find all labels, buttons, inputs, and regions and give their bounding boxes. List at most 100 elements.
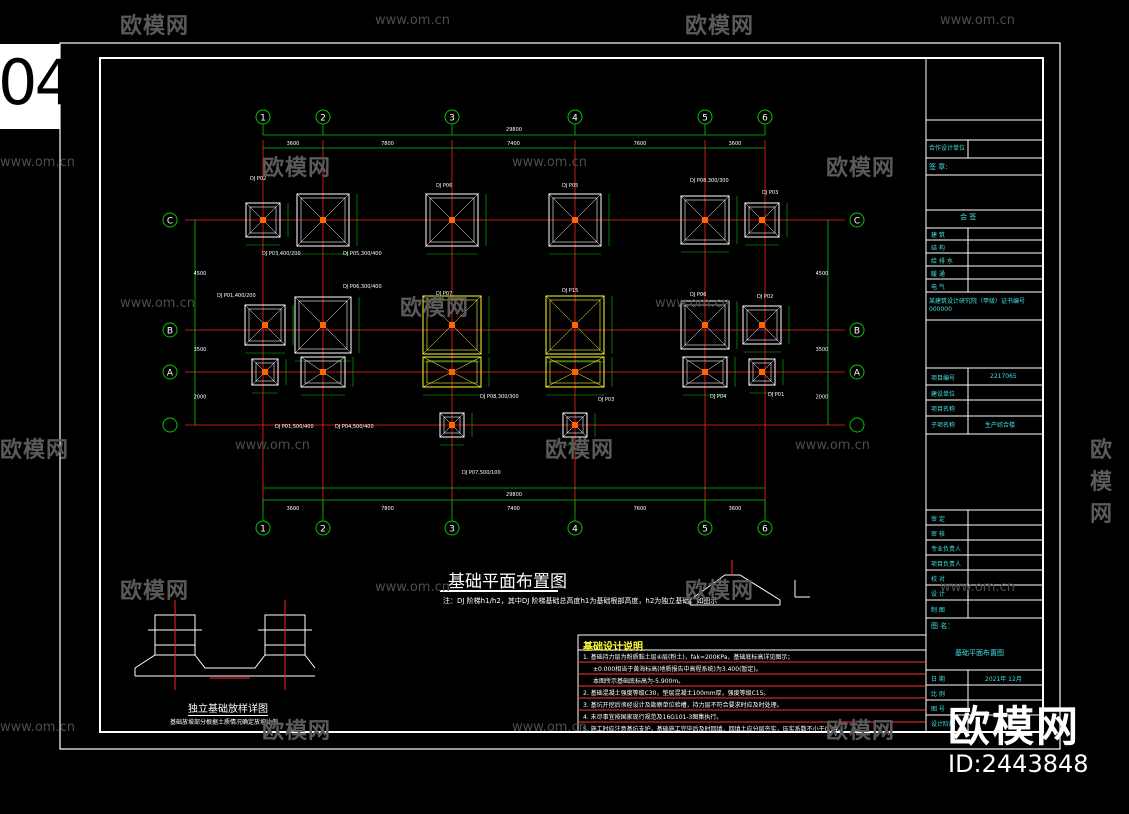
tb-countersign-label: 会 签 bbox=[960, 213, 977, 221]
footing-label: DJ P02 bbox=[250, 176, 266, 182]
column-mark bbox=[320, 322, 326, 328]
watermark-brand: 欧模网 bbox=[826, 719, 896, 744]
design-note-line: ±0.000相当于黄海标高(地质报告中高程系统)为3.400(暂定)。 bbox=[593, 666, 762, 673]
tb-row: 项目名称 bbox=[931, 406, 956, 413]
tb-row: 建设单位 bbox=[931, 391, 956, 398]
footing-pad-inner bbox=[300, 197, 346, 243]
footing-pad bbox=[545, 295, 605, 355]
column-mark bbox=[320, 217, 326, 223]
watermark-brand: 欧模网 bbox=[262, 156, 332, 181]
footing-pad bbox=[294, 296, 352, 354]
tb-date-label: 日 期 bbox=[931, 676, 945, 683]
tb-project-no-label: 项目编号 bbox=[931, 375, 956, 382]
footing-pad-inner bbox=[746, 309, 778, 341]
footing-pad bbox=[748, 358, 776, 386]
watermark-brand: 欧模网 bbox=[120, 579, 190, 604]
footing-pad bbox=[680, 300, 730, 350]
watermark-url: www.om.cn bbox=[0, 720, 75, 735]
column-mark bbox=[572, 369, 578, 375]
tb-staff-row: 审 核 bbox=[931, 531, 945, 538]
detail-note: 基础放坡部分根据土质情况确定放坡比例 bbox=[170, 719, 279, 726]
dimension-text: 3600 bbox=[729, 506, 742, 512]
dimension-text: 2000 bbox=[816, 395, 829, 401]
footing-pad bbox=[244, 304, 286, 346]
axis-bubble-label: A bbox=[167, 369, 174, 379]
dimension-text: 29800 bbox=[506, 127, 522, 133]
footing-pad-inner bbox=[684, 304, 726, 346]
footing-pad-inner bbox=[248, 308, 282, 342]
footing-pad bbox=[422, 295, 482, 355]
footing-pad-inner bbox=[552, 197, 598, 243]
axis-bubble-label: 4 bbox=[572, 525, 578, 535]
footing-label: DJ P04,500/400 bbox=[335, 424, 374, 430]
axis-bubble-label: 6 bbox=[762, 525, 768, 535]
tb-subitem-name: 生产综合楼 bbox=[985, 422, 1016, 429]
axis-bubble bbox=[162, 212, 178, 228]
watermark-brand: 欧模网 bbox=[120, 14, 190, 39]
tb-company-name: 某建筑设计研究院（甲级）证书编号 000000 bbox=[929, 298, 1026, 313]
footing-label: DJ P01,500/400 bbox=[275, 424, 314, 430]
tb-date: 2021年 12月 bbox=[985, 676, 1022, 683]
footing-label: DJ P15 bbox=[562, 288, 578, 294]
tb-sign-row: 电 气 bbox=[931, 284, 945, 291]
dimension-text: 7600 bbox=[634, 506, 647, 512]
footing-pad-inner bbox=[304, 360, 342, 384]
column-mark bbox=[449, 369, 455, 375]
column-mark bbox=[449, 217, 455, 223]
dimension-text: 7600 bbox=[634, 141, 647, 147]
watermark-url: www.om.cn bbox=[375, 580, 450, 595]
design-note-line: 3. 基坑开挖后须经设计及勘察单位验槽，持力层不符合要求时应及时处理。 bbox=[583, 702, 783, 709]
watermark-brand: 欧模网 bbox=[685, 579, 755, 604]
dimension-text: 7800 bbox=[381, 506, 394, 512]
footing-label: DJ P02 bbox=[757, 294, 773, 300]
dimension-text: 7800 bbox=[381, 141, 394, 147]
tb-sign-row: 建 筑 bbox=[931, 232, 945, 239]
footing-pad bbox=[251, 358, 279, 386]
axis-bubble-label: C bbox=[854, 217, 860, 227]
watermark-url: www.om.cn bbox=[512, 155, 587, 170]
footing-pad-inner bbox=[748, 206, 776, 234]
footing-label: DJ P04 bbox=[710, 394, 726, 400]
column-mark bbox=[262, 322, 268, 328]
dimension-text: 3600 bbox=[729, 141, 742, 147]
design-notes-table bbox=[577, 634, 927, 733]
tb-sign-row: 给 排 水 bbox=[931, 258, 953, 265]
footing-detail-drawing bbox=[134, 600, 316, 690]
tb-cooperation-label: 合作设计单位 bbox=[929, 145, 966, 152]
watermark-brand: 欧模网 bbox=[400, 296, 470, 321]
footing-pad-inner bbox=[752, 362, 772, 382]
column-mark bbox=[262, 369, 268, 375]
column-mark bbox=[449, 322, 455, 328]
tb-staff-row: 审 定 bbox=[931, 516, 945, 523]
design-note-line: 1. 基础持力层为粉质黏土层④层(粉土)，fak=200KPa，基础底标高详见图… bbox=[583, 654, 794, 661]
watermark-brand: 欧模网 bbox=[1090, 438, 1114, 527]
axis-bubble bbox=[849, 364, 865, 380]
dimension-text: 4500 bbox=[194, 271, 207, 277]
axis-bubble-label: 6 bbox=[762, 114, 768, 124]
axis-bubble-label: 2 bbox=[320, 114, 326, 124]
dimension-text: 7400 bbox=[507, 141, 520, 147]
tb-staff-row: 专业负责人 bbox=[931, 546, 962, 553]
axis-bubble-label: 1 bbox=[260, 525, 266, 535]
tb-sign-row: 结 构 bbox=[931, 245, 945, 252]
footing-label: DJ P01,400/200 bbox=[217, 293, 256, 299]
watermark-url: www.om.cn bbox=[655, 296, 730, 311]
dimension-text: 29800 bbox=[506, 492, 522, 498]
footing-pad bbox=[562, 412, 588, 438]
plan-note: 注：DJ 阶梯h1/h2，其中DJ 阶梯基础总高度h1为基础根部高度，h2为独立… bbox=[443, 597, 718, 605]
column-mark bbox=[702, 369, 708, 375]
design-notes-list: 1. 基础持力层为粉质黏土层④层(粉土)，fak=200KPa，基础底标高详见图… bbox=[583, 652, 923, 736]
watermark-url: www.om.cn bbox=[120, 296, 195, 311]
tb-staff-row: 项目负责人 bbox=[931, 561, 962, 568]
footing-label: DJ P06 bbox=[436, 183, 452, 189]
watermark-brand: 欧模网 bbox=[262, 719, 332, 744]
watermark-brand: 欧模网 bbox=[0, 438, 70, 463]
footing-pad-inner bbox=[566, 416, 584, 434]
footing-pad-inner bbox=[298, 300, 348, 350]
footing-pad bbox=[422, 356, 482, 388]
design-note-line: 4. 未尽事宜按国家现行规范及16G101-3图集执行。 bbox=[583, 714, 723, 721]
design-note-line: 本图所示基础底标高为-5.900m。 bbox=[593, 678, 685, 685]
footing-pad bbox=[425, 193, 479, 247]
tb-sheet-row: 比 例 bbox=[931, 691, 945, 698]
tb-drawing-name-label: 图 名： bbox=[931, 622, 955, 630]
